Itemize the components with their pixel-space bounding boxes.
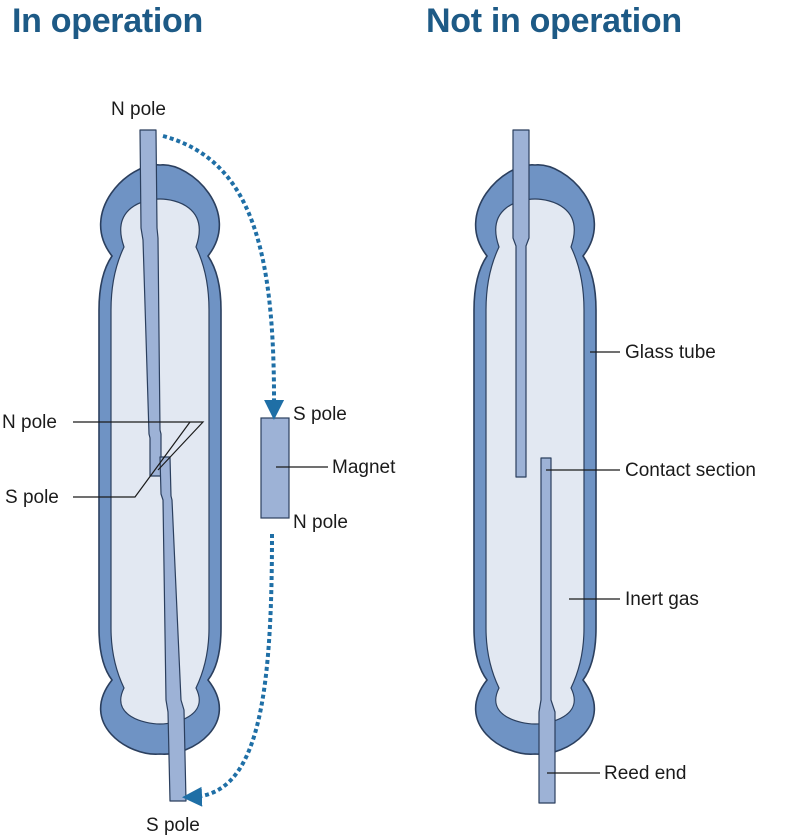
label-contact-s-pole: S pole xyxy=(5,487,59,508)
leader-lines-left xyxy=(73,421,328,498)
lower-reed-right xyxy=(538,457,556,804)
title-in-operation: In operation xyxy=(12,2,203,40)
label-glass-tube: Glass tube xyxy=(625,342,716,363)
switch-in-operation: N pole S pole N pole S pole S pole Magne… xyxy=(2,99,396,836)
label-contact-n-pole: N pole xyxy=(2,412,57,433)
inert-gas-cavity-right xyxy=(485,198,585,725)
title-not-in-operation: Not in operation xyxy=(426,2,682,40)
magnet xyxy=(260,417,290,519)
label-reed-end: Reed end xyxy=(604,763,686,784)
label-bottom-s-pole: S pole xyxy=(146,815,200,836)
label-top-n-pole: N pole xyxy=(111,99,166,120)
label-magnet-n-pole: N pole xyxy=(293,512,348,533)
leader-lines-right xyxy=(546,351,620,774)
flux-arrow-top xyxy=(162,134,285,420)
label-inert-gas: Inert gas xyxy=(625,589,699,610)
switch-not-in-operation: Glass tube Contact section Inert gas Ree… xyxy=(473,129,756,804)
label-magnet: Magnet xyxy=(332,457,396,478)
label-contact-section: Contact section xyxy=(625,460,756,481)
label-magnet-s-pole: S pole xyxy=(293,404,347,425)
upper-reed-right xyxy=(512,129,530,478)
